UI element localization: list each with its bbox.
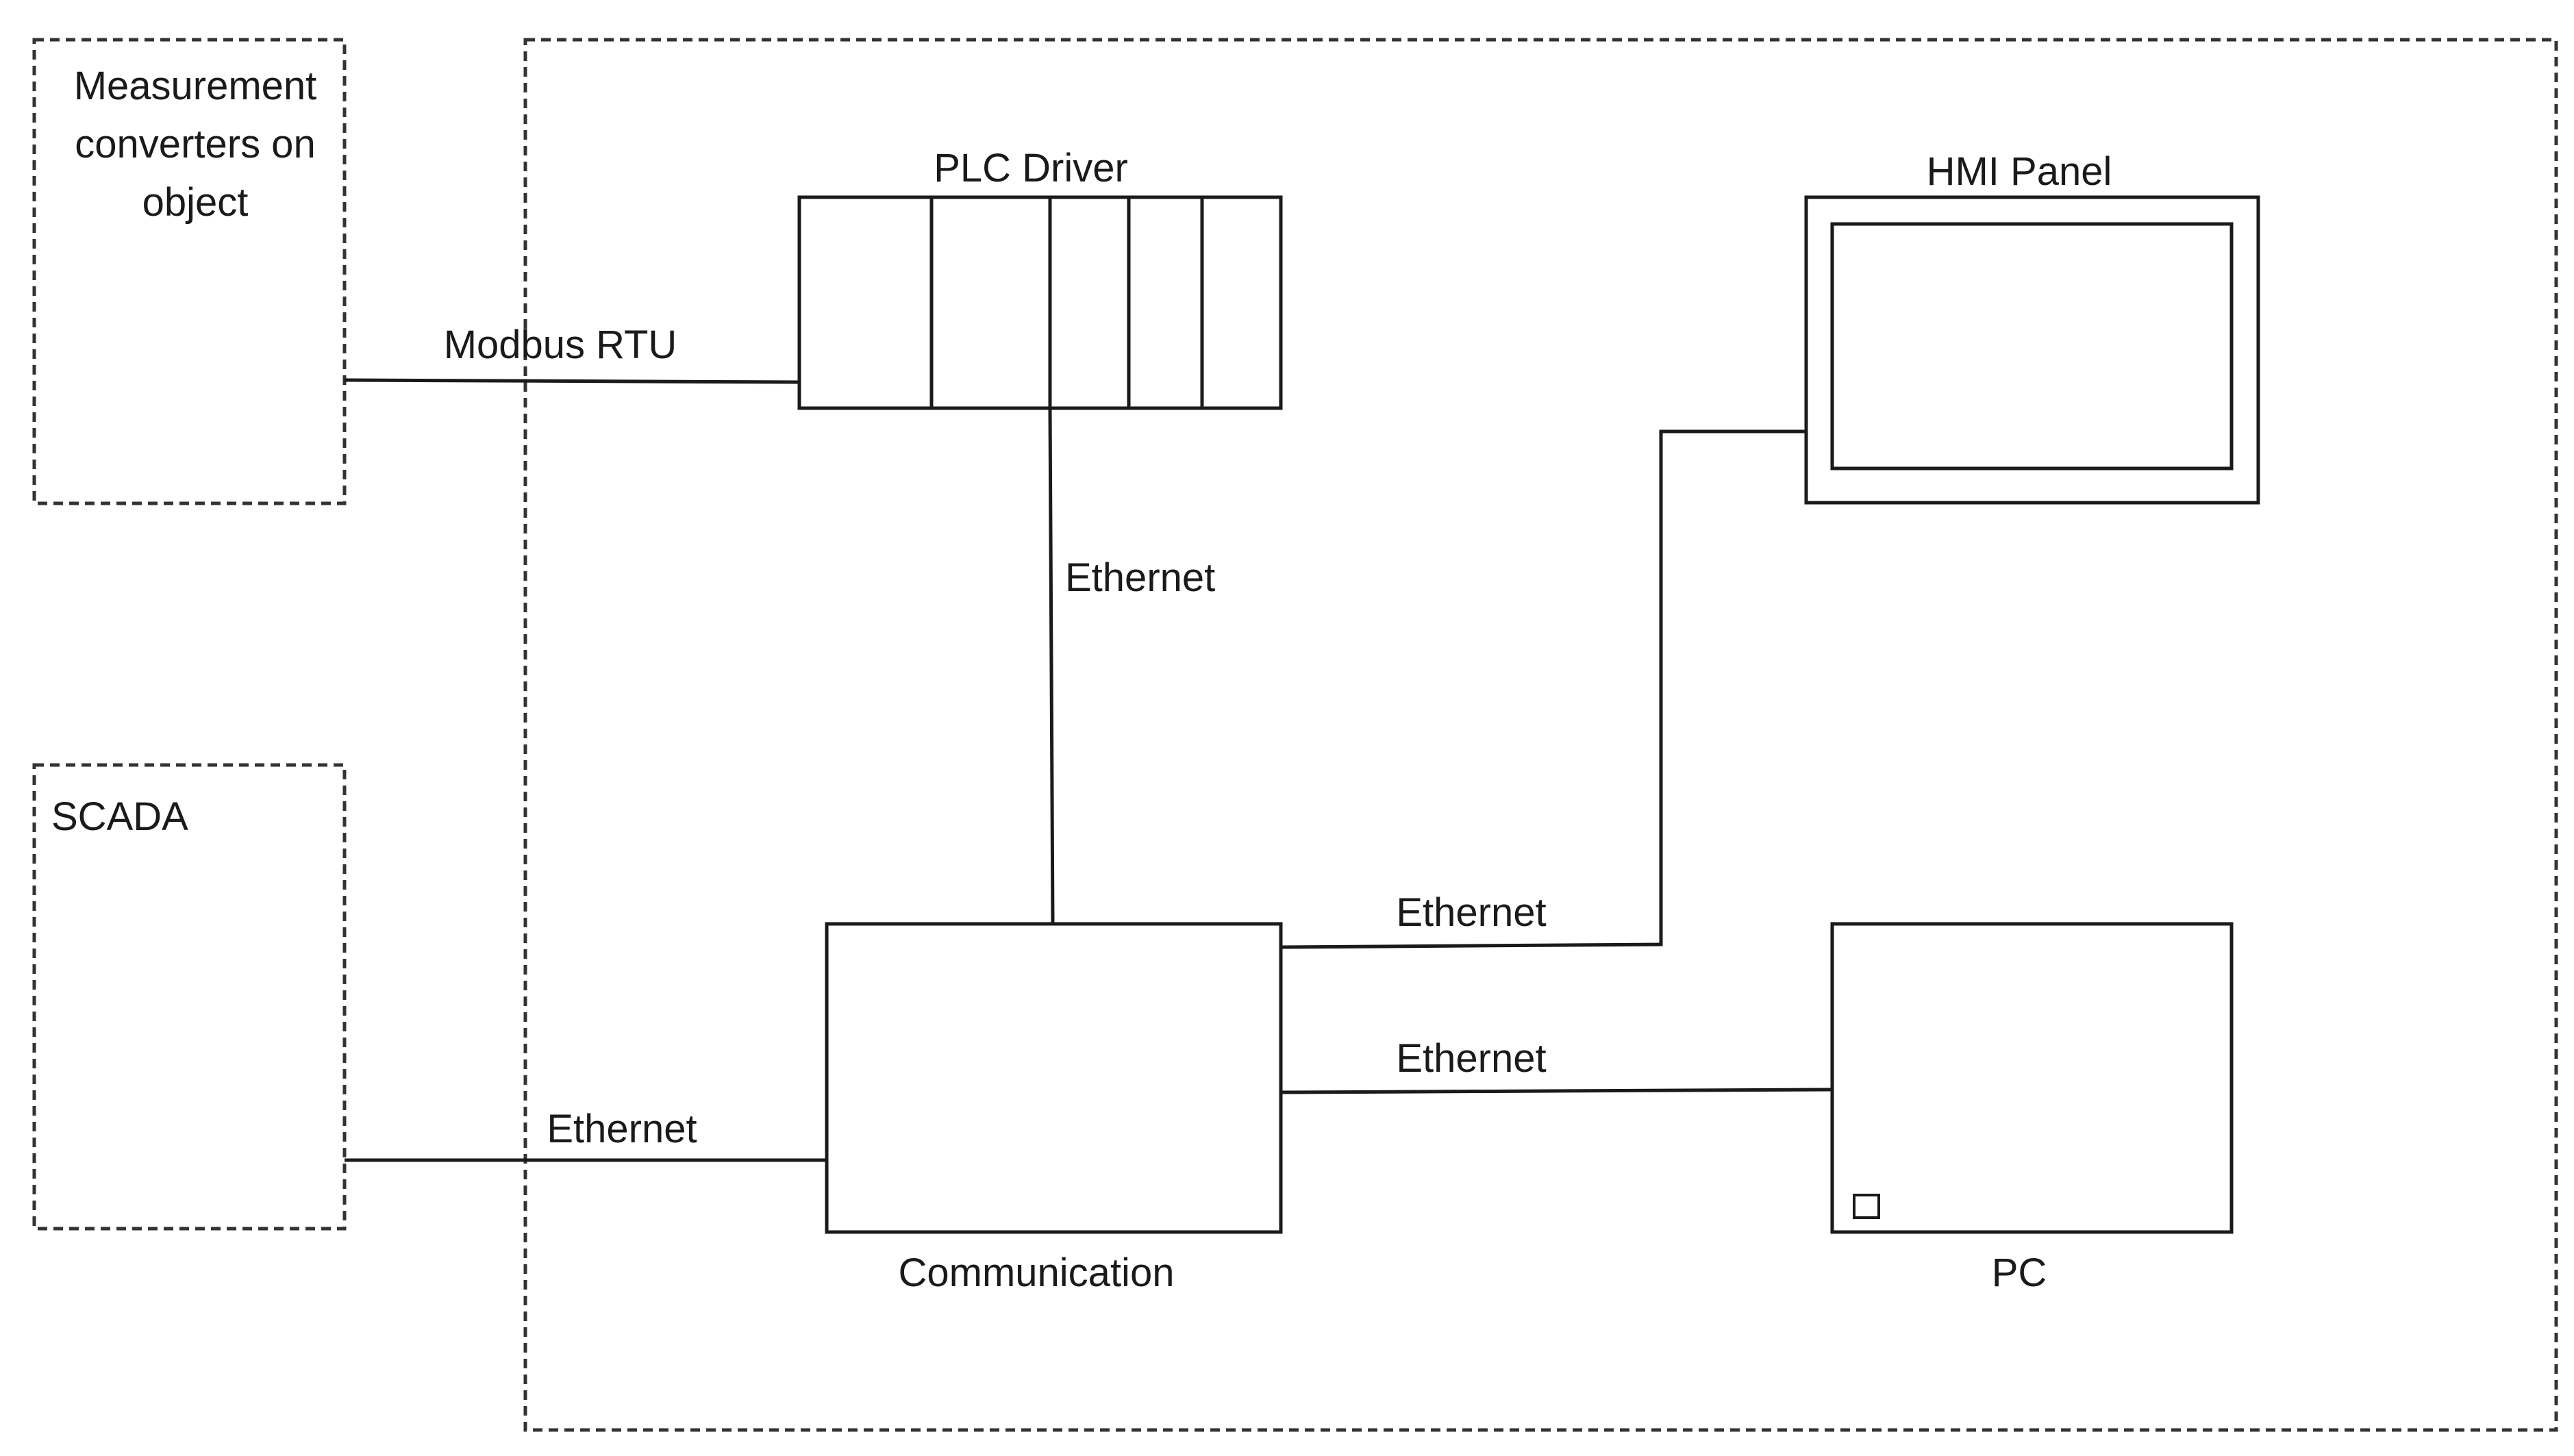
plc-driver-node: PLC Driver — [797, 146, 1283, 410]
edge-label: Modbus RTU — [444, 323, 677, 367]
plc-driver-label: PLC Driver — [934, 146, 1128, 190]
connector-line — [344, 378, 800, 384]
edge-label: Ethernet — [1065, 555, 1215, 600]
measurement-converters-box — [32, 38, 347, 505]
pc-power-button-icon — [1853, 1194, 1880, 1219]
communication-box — [825, 922, 1283, 1234]
edge-plc-communication: Ethernet — [1048, 407, 1215, 925]
hmi-panel-screen — [1830, 222, 2234, 470]
scada-box — [32, 763, 347, 1231]
hmi-panel-outer-frame — [1804, 195, 2260, 505]
pc-label: PC — [1992, 1251, 2047, 1295]
edge-communication-hmi: Ethernet — [1280, 429, 1806, 949]
edge-scada-communication: Ethernet — [345, 1107, 827, 1162]
pc-node: PC — [1830, 922, 2234, 1295]
measurement-label-line-2: converters on — [75, 122, 315, 166]
edge-communication-pc: Ethernet — [1280, 1036, 1833, 1094]
measurement-converters-node: Measurement converters on object — [32, 38, 347, 505]
measurement-label-line-3: object — [142, 180, 249, 225]
edge-measurement-plc: Modbus RTU — [344, 323, 800, 384]
hmi-panel-node: HMI Panel — [1804, 149, 2260, 505]
connector-line — [1280, 429, 1806, 949]
edge-label: Ethernet — [547, 1107, 697, 1151]
scada-label: SCADA — [51, 794, 188, 839]
measurement-label-line-1: Measurement — [74, 64, 317, 108]
edge-label: Ethernet — [1396, 890, 1546, 935]
connector-line — [1048, 407, 1055, 925]
pc-box — [1830, 922, 2234, 1234]
communication-node: Communication — [825, 922, 1283, 1295]
communication-label: Communication — [899, 1251, 1175, 1295]
system-boundary — [523, 38, 2558, 1432]
connector-line — [1280, 1088, 1833, 1094]
scada-node: SCADA — [32, 763, 347, 1231]
plc-driver-box — [797, 195, 1283, 410]
edge-label: Ethernet — [1396, 1036, 1546, 1081]
hmi-panel-label: HMI Panel — [1927, 149, 2112, 194]
